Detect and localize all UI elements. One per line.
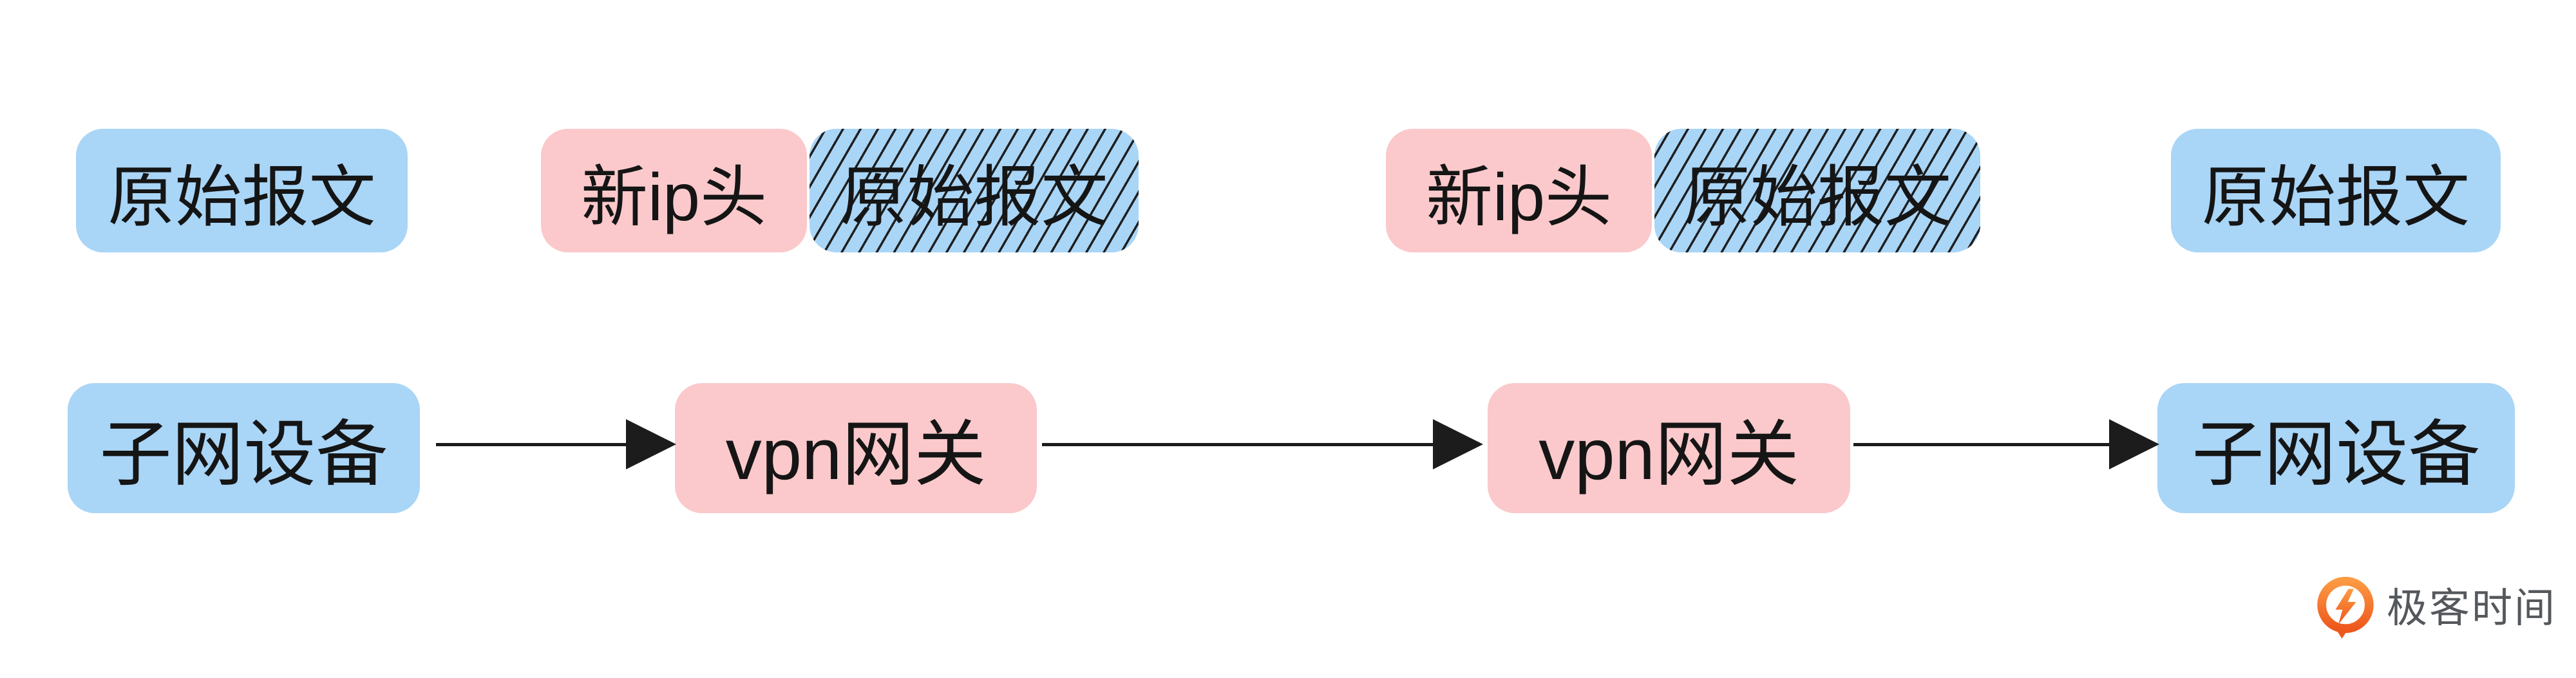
node-subnet-device-left: 子网设备 (68, 383, 420, 513)
packet-box-new-ip-header-2: 新ip头 (1386, 129, 1652, 252)
arrow-head-icon-2 (1433, 419, 1483, 469)
geektime-logo: 极客时间 (2316, 577, 2557, 640)
packet-box-original-encapsulated-2: 原始报文 (1654, 129, 1980, 252)
geektime-logo-text: 极客时间 (2387, 586, 2557, 631)
arrow-head-icon-1 (626, 419, 676, 469)
arrow-shaft-1 (436, 443, 626, 446)
arrow-shaft-3 (1853, 443, 2109, 446)
arrow-shaft-2 (1042, 443, 1433, 446)
node-vpn-gateway-right: vpn网关 (1488, 383, 1850, 513)
node-vpn-gateway-left: vpn网关 (675, 383, 1037, 513)
node-subnet-device-right: 子网设备 (2157, 383, 2515, 513)
packet-box-original-encapsulated-1: 原始报文 (810, 129, 1139, 252)
packet-box-original-1: 原始报文 (76, 129, 408, 252)
arrow-head-icon-3 (2109, 419, 2159, 469)
geektime-logo-icon (2317, 577, 2374, 639)
packet-box-original-2: 原始报文 (2171, 129, 2501, 252)
packet-box-new-ip-header-1: 新ip头 (541, 129, 807, 252)
